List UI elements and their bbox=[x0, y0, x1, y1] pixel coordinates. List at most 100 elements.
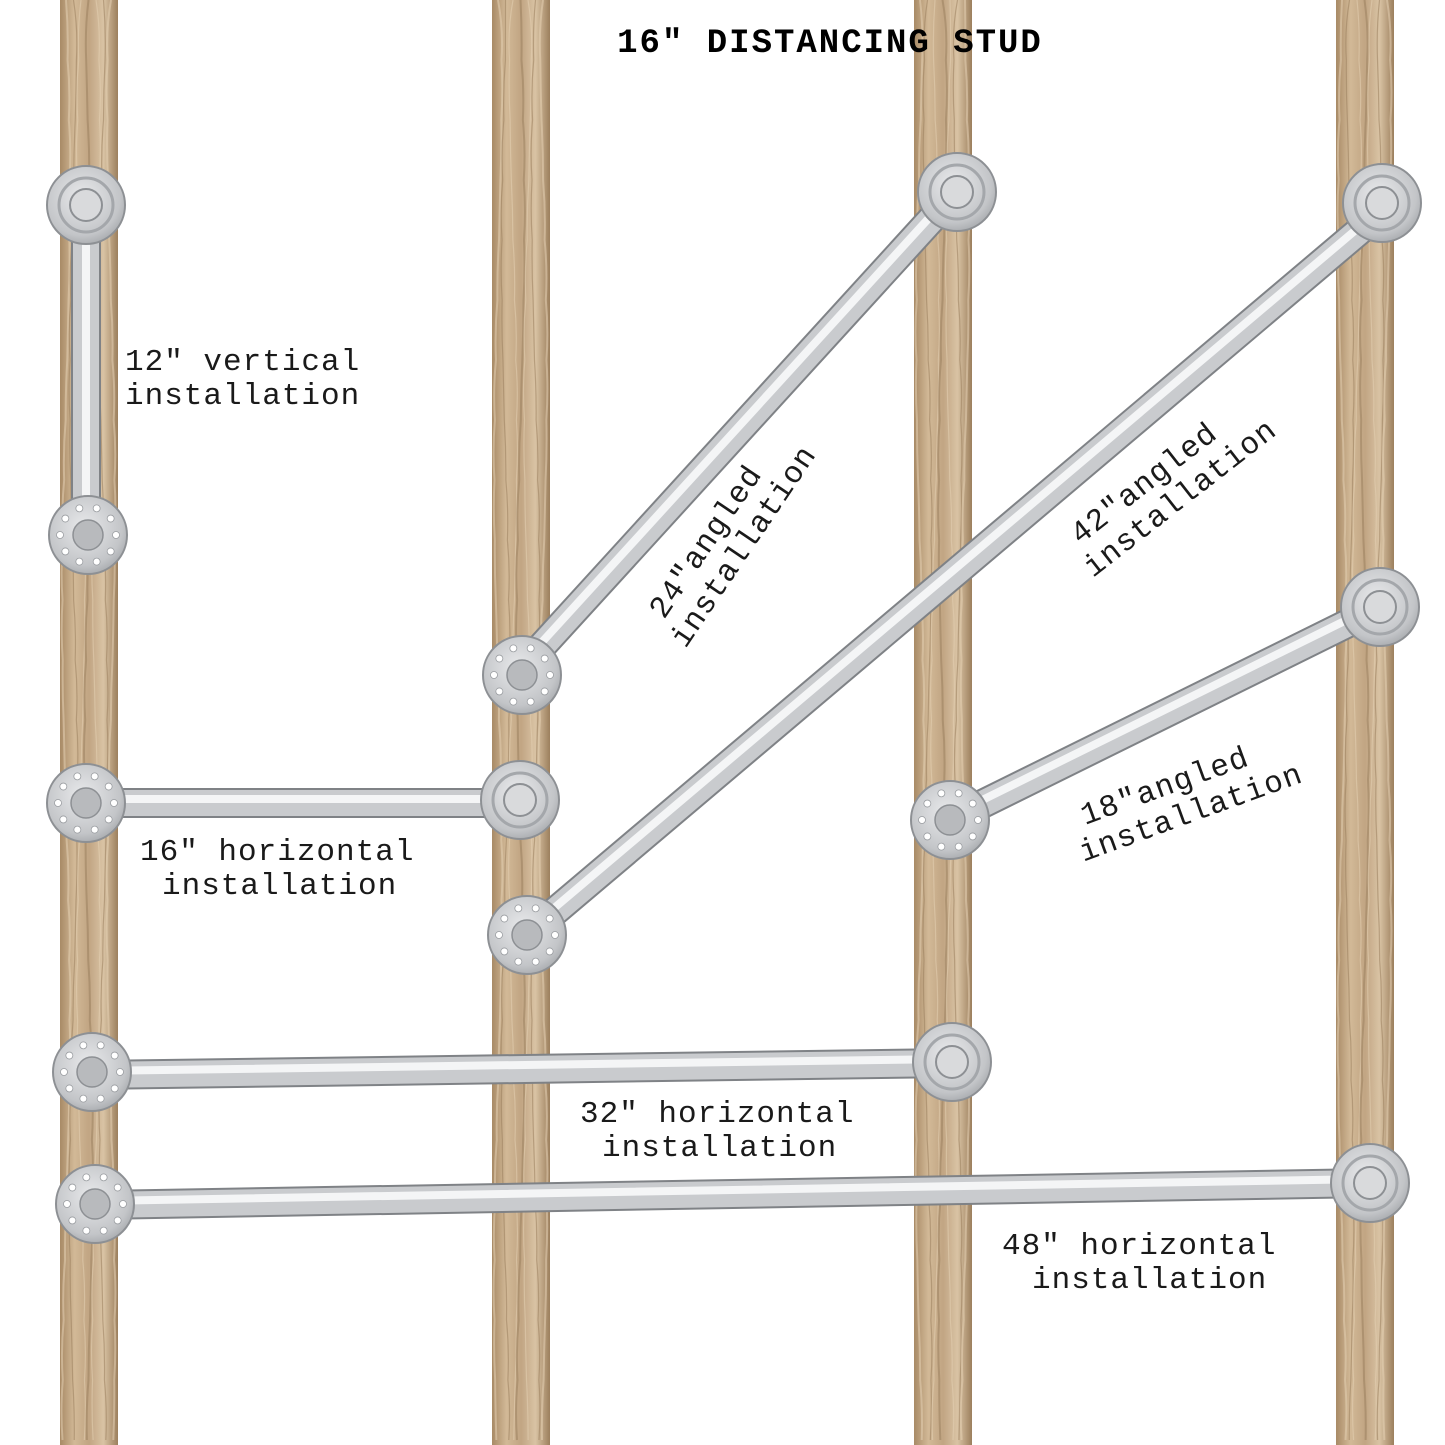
flange-hole bbox=[500, 947, 509, 956]
flange-hole bbox=[56, 531, 64, 539]
label-line: 48″ horizontal bbox=[1002, 1229, 1276, 1264]
flange-hole bbox=[490, 671, 498, 679]
flange-hole bbox=[73, 772, 82, 781]
bar-highlight bbox=[523, 197, 1394, 935]
flange-hole bbox=[110, 1084, 119, 1093]
flange-hole bbox=[551, 931, 559, 939]
flange-hole bbox=[545, 914, 554, 923]
flange-perforated bbox=[487, 895, 567, 975]
flange-hole bbox=[68, 1216, 77, 1225]
diagram-title: 16″ DISTANCING STUD bbox=[617, 25, 1043, 63]
flange-cover bbox=[912, 1022, 992, 1102]
flange-hole bbox=[92, 557, 101, 566]
flange-hole bbox=[79, 1094, 88, 1103]
flange-hole bbox=[59, 815, 68, 824]
flange-hole bbox=[106, 514, 115, 523]
flange-hole bbox=[937, 842, 946, 851]
bar-highlight bbox=[946, 597, 1389, 820]
flange-hole bbox=[61, 514, 70, 523]
label-32-horizontal: 32″ horizontal installation bbox=[580, 1097, 874, 1166]
flange-perforated bbox=[910, 780, 990, 860]
flange-hole bbox=[968, 832, 977, 841]
flange-hole bbox=[954, 789, 963, 798]
flange-hub bbox=[940, 175, 974, 209]
flange-hole bbox=[495, 931, 503, 939]
label-line: installation bbox=[602, 1131, 837, 1166]
flange-hub bbox=[503, 783, 537, 817]
flanges bbox=[46, 152, 1422, 1244]
flange-hole bbox=[540, 687, 549, 696]
flange-perforated bbox=[52, 1032, 132, 1112]
label-line: installation bbox=[125, 379, 360, 414]
flange-ring bbox=[1341, 1154, 1399, 1212]
flange-hole bbox=[509, 697, 518, 706]
flange-hole bbox=[546, 671, 554, 679]
flange-hole bbox=[514, 904, 523, 913]
flange-hole bbox=[104, 782, 113, 791]
flange-hub bbox=[1353, 1166, 1387, 1200]
flange-cover bbox=[917, 152, 997, 232]
flange-ring bbox=[57, 176, 115, 234]
flange-hole bbox=[90, 825, 99, 834]
flange-hole bbox=[65, 1051, 74, 1060]
flange-hole bbox=[113, 1216, 122, 1225]
flange-hole bbox=[113, 1183, 122, 1192]
label-48-horizontal: 48″ horizontal installation bbox=[1002, 1229, 1296, 1298]
bar-highlight bbox=[91, 1175, 1374, 1205]
flange-hole bbox=[495, 687, 504, 696]
flange-hole bbox=[65, 1084, 74, 1093]
flange-hole bbox=[545, 947, 554, 956]
flange-hub bbox=[506, 659, 538, 691]
label-12-vertical: 12″ vertical installation bbox=[125, 345, 380, 414]
flange-hub bbox=[511, 919, 543, 951]
flange-hole bbox=[974, 816, 982, 824]
flange-hole bbox=[104, 815, 113, 824]
flange-perforated bbox=[46, 763, 126, 843]
flange-hub bbox=[935, 1045, 969, 1079]
flange-ring bbox=[923, 1033, 981, 1091]
flange-cover bbox=[1342, 163, 1422, 243]
flange-cover bbox=[46, 165, 126, 245]
flange-hub bbox=[76, 1056, 108, 1088]
flange-hub bbox=[72, 519, 104, 551]
flange-hole bbox=[110, 799, 118, 807]
flange-hole bbox=[82, 1173, 91, 1182]
wood-grain bbox=[60, 0, 1393, 1441]
flange-hole bbox=[60, 1068, 68, 1076]
flange-perforated bbox=[48, 495, 128, 575]
flange-hole bbox=[954, 842, 963, 851]
flange-hole bbox=[54, 799, 62, 807]
flange-hole bbox=[116, 1068, 124, 1076]
flange-hole bbox=[937, 789, 946, 798]
flange-hole bbox=[99, 1173, 108, 1182]
flange-hole bbox=[96, 1041, 105, 1050]
flange-hole bbox=[923, 799, 932, 808]
flange-hole bbox=[99, 1226, 108, 1235]
flange-hole bbox=[90, 772, 99, 781]
flange-hole bbox=[531, 957, 540, 966]
label-line: 12″ vertical bbox=[125, 345, 360, 380]
bar-highlight bbox=[518, 180, 964, 668]
flange-hole bbox=[514, 957, 523, 966]
label-16-horizontal: 16″ horizontal installation bbox=[140, 835, 434, 904]
flange-hole bbox=[59, 782, 68, 791]
flange-hole bbox=[500, 914, 509, 923]
flange-ring bbox=[1351, 578, 1409, 636]
flange-cover bbox=[1340, 567, 1420, 647]
flange-hole bbox=[531, 904, 540, 913]
flange-hub bbox=[934, 804, 966, 836]
label-42-angled: 42″angled installation bbox=[1057, 387, 1285, 586]
flange-perforated bbox=[55, 1164, 135, 1244]
flange-hole bbox=[526, 644, 535, 653]
flange-hole bbox=[119, 1200, 127, 1208]
flange-hole bbox=[82, 1226, 91, 1235]
flange-ring bbox=[491, 771, 549, 829]
flange-hole bbox=[75, 504, 84, 513]
flange-hole bbox=[110, 1051, 119, 1060]
flange-hole bbox=[79, 1041, 88, 1050]
flange-hole bbox=[526, 697, 535, 706]
label-line: 32″ horizontal bbox=[580, 1097, 854, 1132]
flange-hole bbox=[495, 654, 504, 663]
flange-hole bbox=[106, 547, 115, 556]
